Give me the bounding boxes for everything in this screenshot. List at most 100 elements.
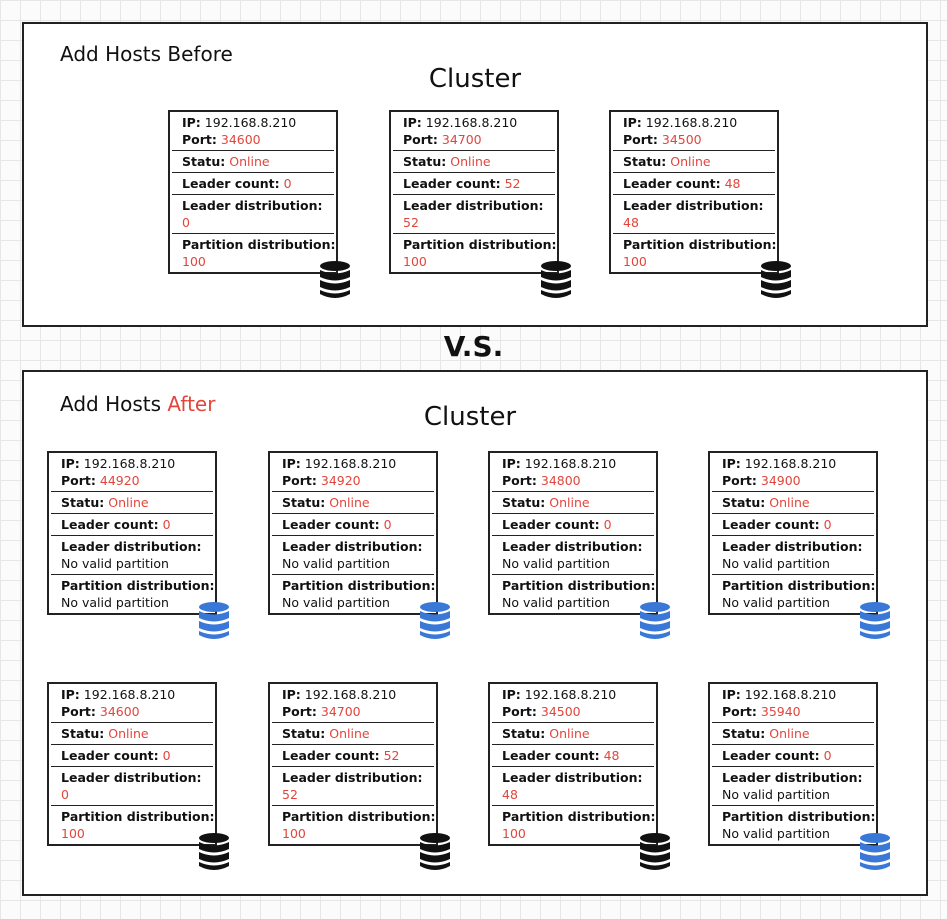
partition-distribution-value: 100 bbox=[502, 826, 526, 841]
leader-distribution-label: Leader distribution: bbox=[623, 198, 764, 213]
ip-label: IP: bbox=[282, 687, 301, 702]
partition-distribution-label: Partition distribution: bbox=[722, 809, 876, 824]
host-status-row: Statu: Online bbox=[272, 492, 434, 514]
partition-distribution-value: 100 bbox=[403, 254, 427, 269]
port-label: Port: bbox=[722, 473, 757, 488]
leader-distribution-label: Leader distribution: bbox=[282, 770, 423, 785]
host-status-row: Statu: Online bbox=[51, 492, 213, 514]
port-label: Port: bbox=[502, 704, 537, 719]
leader-distribution-value: No valid partition bbox=[502, 556, 610, 571]
after-label-prefix: Add Hosts bbox=[60, 392, 168, 416]
port-label: Port: bbox=[61, 704, 96, 719]
database-icon bbox=[320, 261, 350, 298]
host-status-row: Statu: Online bbox=[172, 151, 334, 173]
ip-value: 192.168.8.210 bbox=[304, 687, 397, 702]
port-value: 44920 bbox=[99, 473, 140, 488]
leader-count-label: Leader count: bbox=[502, 517, 600, 532]
leader-distribution-label: Leader distribution: bbox=[722, 770, 863, 785]
host-status-row: Statu: Online bbox=[712, 723, 874, 745]
ip-label: IP: bbox=[403, 115, 422, 130]
port-value: 34700 bbox=[320, 704, 361, 719]
host-leader-distribution-row: Leader distribution: 48 bbox=[492, 767, 654, 806]
status-value: Online bbox=[229, 154, 270, 169]
leader-count-value: 48 bbox=[724, 176, 741, 191]
partition-distribution-label: Partition distribution: bbox=[61, 809, 215, 824]
host-leader-distribution-row: Leader distribution: No valid partition bbox=[492, 536, 654, 575]
status-label: Statu: bbox=[61, 726, 105, 741]
status-value: Online bbox=[450, 154, 491, 169]
partition-distribution-value: No valid partition bbox=[722, 826, 830, 841]
host-status-row: Statu: Online bbox=[272, 723, 434, 745]
host-partition-distribution-row: Partition distribution: 100 bbox=[51, 806, 215, 844]
ip-label: IP: bbox=[722, 687, 741, 702]
partition-distribution-label: Partition distribution: bbox=[403, 237, 557, 252]
ip-value: 192.168.8.210 bbox=[645, 115, 738, 130]
vs-label: V.S. bbox=[443, 330, 504, 363]
ip-value: 192.168.8.210 bbox=[304, 456, 397, 471]
leader-count-value: 52 bbox=[383, 748, 400, 763]
status-label: Statu: bbox=[623, 154, 667, 169]
partition-distribution-label: Partition distribution: bbox=[722, 578, 876, 593]
host-status-row: Statu: Online bbox=[393, 151, 555, 173]
leader-count-label: Leader count: bbox=[623, 176, 721, 191]
host-partition-distribution-row: Partition distribution:No valid partitio… bbox=[492, 575, 655, 613]
port-value: 34920 bbox=[320, 473, 361, 488]
leader-distribution-label: Leader distribution: bbox=[502, 539, 643, 554]
leader-distribution-label: Leader distribution: bbox=[403, 198, 544, 213]
host-leader-count-row: Leader count: 0 bbox=[712, 514, 874, 536]
port-label: Port: bbox=[722, 704, 757, 719]
partition-distribution-label: Partition distribution: bbox=[61, 578, 215, 593]
after-panel-label: Add Hosts After bbox=[60, 392, 215, 416]
leader-count-value: 0 bbox=[162, 517, 171, 532]
leader-count-label: Leader count: bbox=[282, 748, 380, 763]
leader-distribution-value: No valid partition bbox=[282, 556, 390, 571]
leader-distribution-value: 52 bbox=[403, 215, 419, 230]
leader-count-value: 48 bbox=[603, 748, 620, 763]
leader-distribution-label: Leader distribution: bbox=[61, 770, 202, 785]
port-label: Port: bbox=[61, 473, 96, 488]
host-partition-distribution-row: Partition distribution: No valid partitio… bbox=[712, 806, 876, 844]
database-icon bbox=[860, 602, 890, 639]
leader-count-label: Leader count: bbox=[182, 176, 280, 191]
host-leader-distribution-row: Leader distribution:0 bbox=[172, 195, 334, 234]
status-label: Statu: bbox=[403, 154, 447, 169]
database-icon bbox=[860, 833, 890, 870]
database-icon bbox=[199, 602, 229, 639]
status-label: Statu: bbox=[722, 726, 766, 741]
ip-value: 192.168.8.210 bbox=[744, 687, 837, 702]
port-value: 34600 bbox=[99, 704, 140, 719]
status-label: Statu: bbox=[722, 495, 766, 510]
ip-value: 192.168.8.210 bbox=[83, 456, 176, 471]
leader-count-value: 0 bbox=[603, 517, 612, 532]
ip-label: IP: bbox=[623, 115, 642, 130]
port-value: 34500 bbox=[540, 704, 581, 719]
leader-distribution-label: Leader distribution: bbox=[182, 198, 323, 213]
port-value: 34600 bbox=[220, 132, 261, 147]
leader-distribution-value: 48 bbox=[502, 787, 518, 802]
partition-distribution-value: 100 bbox=[61, 826, 85, 841]
leader-distribution-value: No valid partition bbox=[61, 556, 169, 571]
status-label: Statu: bbox=[282, 726, 326, 741]
leader-distribution-label: Leader distribution: bbox=[502, 770, 643, 785]
leader-distribution-value: No valid partition bbox=[722, 787, 830, 802]
port-label: Port: bbox=[282, 704, 317, 719]
leader-count-value: 0 bbox=[823, 748, 832, 763]
host-partition-distribution-row: Partition distribution:100 bbox=[272, 806, 435, 844]
database-icon bbox=[761, 261, 791, 298]
partition-distribution-value: No valid partition bbox=[722, 595, 830, 610]
leader-count-label: Leader count: bbox=[282, 517, 380, 532]
after-label-accent: After bbox=[167, 392, 216, 416]
ip-label: IP: bbox=[282, 456, 301, 471]
leader-count-value: 0 bbox=[823, 517, 832, 532]
ip-label: IP: bbox=[722, 456, 741, 471]
status-value: Online bbox=[549, 726, 590, 741]
leader-distribution-value: 48 bbox=[623, 215, 639, 230]
host-leader-count-row: Leader count: 52 bbox=[272, 745, 434, 767]
